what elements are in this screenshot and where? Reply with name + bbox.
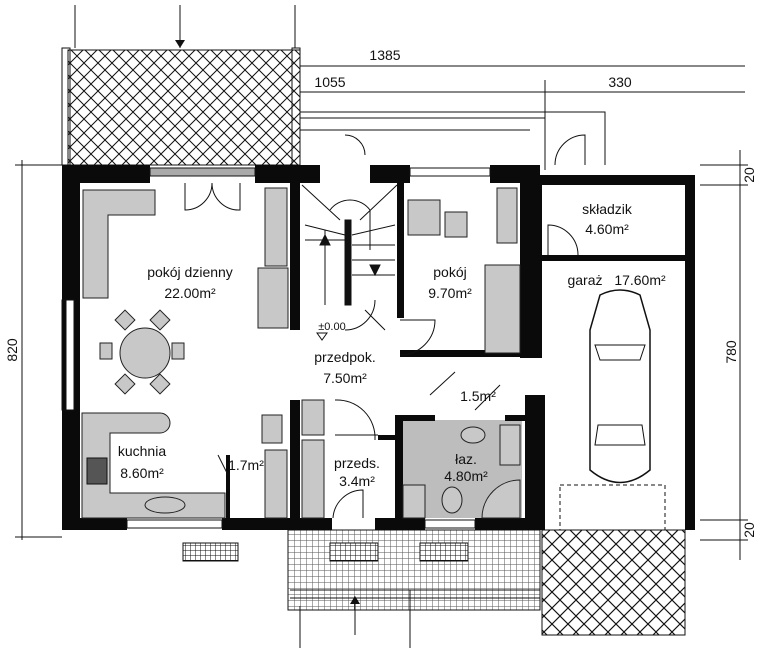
dimension-house-depth: 820 — [4, 338, 20, 362]
sink — [144, 496, 186, 514]
doormat — [329, 542, 379, 562]
porch-canopy — [300, 111, 606, 165]
dimensions: 1385 1055 330 820 20 780 20 — [4, 47, 757, 560]
doormat — [182, 542, 239, 562]
washing-machine — [402, 484, 426, 519]
room-area: 4.80m² — [444, 468, 488, 484]
tv-cabinet — [264, 187, 288, 267]
room-area: 9.70m² — [428, 285, 472, 301]
room-name: składzik — [582, 201, 633, 217]
room-name: przeds. — [334, 455, 380, 471]
room-area: 3.4m² — [339, 473, 375, 489]
wardrobe — [496, 187, 518, 244]
corner-sofa — [82, 189, 156, 299]
car — [589, 289, 651, 484]
sofa — [484, 264, 521, 354]
cabinet — [301, 399, 325, 436]
room-name: pokój — [433, 264, 466, 280]
boiler — [499, 424, 521, 466]
dimension-wall-bottom: 20 — [741, 522, 757, 538]
dimension-garage-width: 330 — [608, 74, 632, 90]
fireplace — [257, 267, 289, 329]
room-area: 1.5m² — [460, 388, 496, 404]
dimension-total-width: 1385 — [369, 47, 400, 63]
level-mark: ±0.00 — [318, 321, 345, 333]
doors — [184, 134, 586, 519]
furniture — [81, 187, 651, 519]
office-chair — [444, 211, 468, 238]
dining-table — [119, 327, 171, 379]
shelves — [264, 449, 288, 519]
room-area: 17.60m² — [614, 272, 666, 288]
room-area: 4.60m² — [585, 221, 629, 237]
room-name: garaż — [567, 272, 602, 288]
doormat — [419, 542, 469, 562]
room-name: kuchnia — [118, 443, 166, 459]
room-name: łaz. — [455, 451, 477, 467]
room-name: przedpok. — [314, 349, 375, 365]
chair — [99, 342, 113, 360]
shower — [481, 479, 521, 519]
room-name: pokój dzienny — [147, 264, 233, 280]
toilet — [441, 486, 463, 514]
desk — [407, 199, 441, 236]
kitchen-counter — [81, 412, 226, 519]
room-labels: pokój dzienny 22.00m² kuchnia 8.60m² 1.7… — [118, 201, 666, 489]
driveway — [541, 529, 686, 636]
dimension-garage-depth: 780 — [723, 340, 739, 364]
wardrobe — [301, 439, 325, 519]
room-area: 1.7m² — [228, 457, 264, 473]
stove — [86, 457, 108, 485]
room-area: 8.60m² — [120, 465, 164, 481]
level-mark-icon — [316, 332, 328, 341]
staircase — [301, 184, 398, 306]
room-area: 22.00m² — [164, 285, 216, 301]
washbasin — [460, 426, 486, 444]
front-steps — [290, 589, 540, 648]
dimension-wall-top: 20 — [741, 167, 757, 183]
dimension-house-width: 1055 — [314, 74, 345, 90]
room-area: 7.50m² — [323, 370, 367, 386]
terrace — [61, 5, 301, 166]
windows — [65, 167, 491, 529]
